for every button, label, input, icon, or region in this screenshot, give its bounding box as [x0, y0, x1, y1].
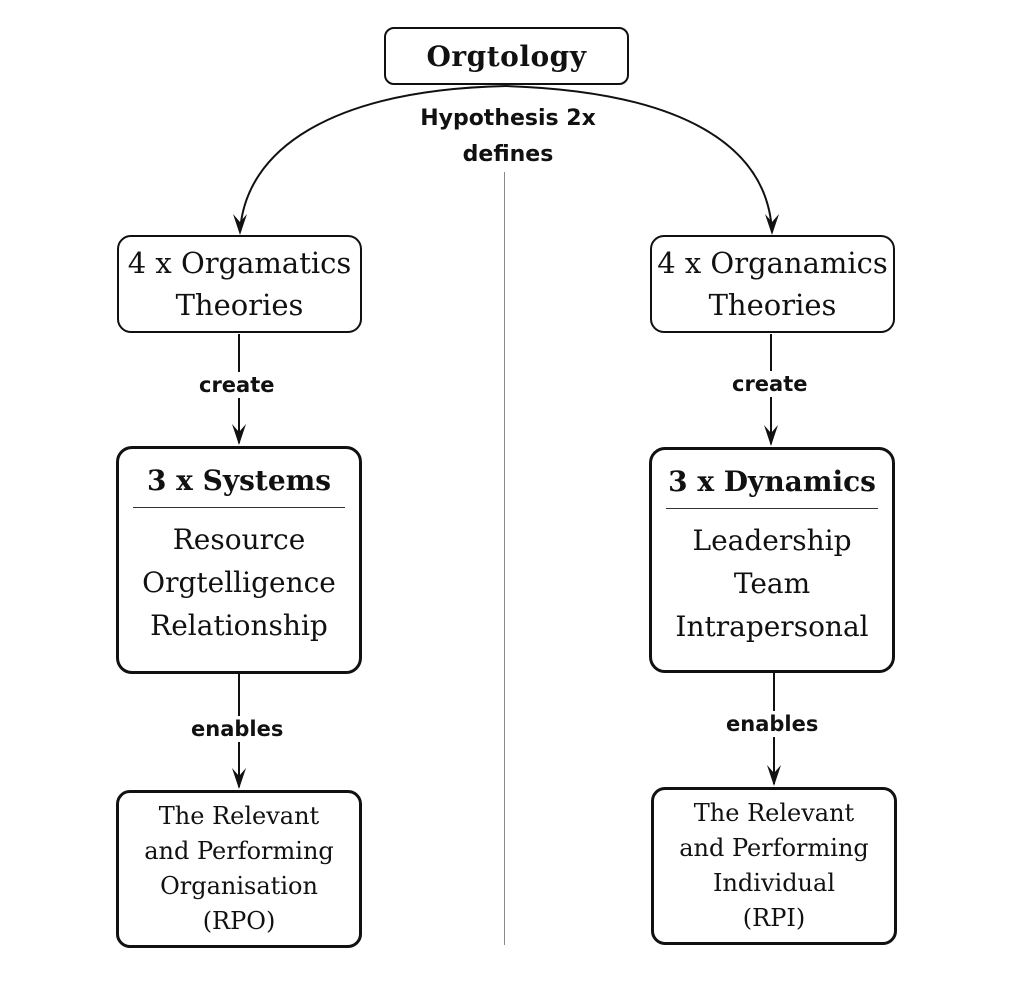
node-text-line: Organisation	[160, 872, 318, 900]
node-text-line: Individual	[712, 869, 835, 897]
left-create-label: create	[196, 372, 278, 398]
root-relation-label: Hypothesis 2x defines	[410, 101, 606, 173]
node-text-line: Theories	[175, 288, 304, 322]
node-rpi[interactable]: The Relevant and Performing Individual (…	[651, 787, 897, 945]
right-enables-label: enables	[723, 711, 822, 737]
heading-divider	[666, 508, 878, 509]
node-systems[interactable]: 3 x Systems Resource Orgtelligence Relat…	[116, 446, 362, 674]
node-text-line: Theories	[708, 288, 837, 322]
node-text-line: (RPI)	[742, 904, 806, 932]
curved-arrow-left	[239, 85, 507, 233]
node-text-line: The Relevant	[693, 799, 855, 827]
dynamics-item: Leadership	[692, 524, 852, 557]
node-orgamatics-theories[interactable]: 4 x Orgamatics Theories	[117, 235, 362, 333]
dynamics-item: Team	[733, 567, 811, 600]
systems-item: Orgtelligence	[142, 566, 336, 599]
arrowhead-left-enables	[232, 768, 246, 789]
arrowhead-left-create	[232, 424, 246, 445]
node-text-line: 4 x Orgamatics	[127, 246, 352, 280]
systems-heading: 3 x Systems	[146, 464, 332, 497]
arrowhead-right-create	[764, 425, 778, 446]
dynamics-heading: 3 x Dynamics	[668, 465, 876, 498]
arrowhead-right-enables	[767, 765, 781, 786]
node-dynamics[interactable]: 3 x Dynamics Leadership Team Intraperson…	[649, 447, 895, 673]
arrowhead-right-top	[765, 214, 779, 235]
node-text-line: and Performing	[679, 834, 869, 862]
node-text-line: and Performing	[144, 837, 334, 865]
systems-item: Relationship	[150, 609, 328, 642]
node-rpo[interactable]: The Relevant and Performing Organisation…	[116, 790, 362, 948]
root-node-orgtology[interactable]: Orgtology	[384, 27, 629, 85]
root-label: Orgtology	[426, 39, 587, 73]
center-divider	[504, 172, 505, 945]
node-text-line: The Relevant	[158, 802, 320, 830]
node-text-line: 4 x Organamics	[657, 246, 888, 280]
arrowhead-left-top	[233, 214, 247, 235]
dynamics-item: Intrapersonal	[675, 610, 869, 643]
root-relation-line: defines	[462, 142, 554, 167]
systems-item: Resource	[172, 523, 306, 556]
curved-arrow-right	[505, 85, 773, 233]
node-text-line: (RPO)	[202, 907, 276, 935]
heading-divider	[133, 507, 345, 508]
root-relation-line: Hypothesis 2x	[420, 106, 596, 131]
left-enables-label: enables	[188, 716, 287, 742]
right-create-label: create	[729, 371, 811, 397]
node-organamics-theories[interactable]: 4 x Organamics Theories	[650, 235, 895, 333]
